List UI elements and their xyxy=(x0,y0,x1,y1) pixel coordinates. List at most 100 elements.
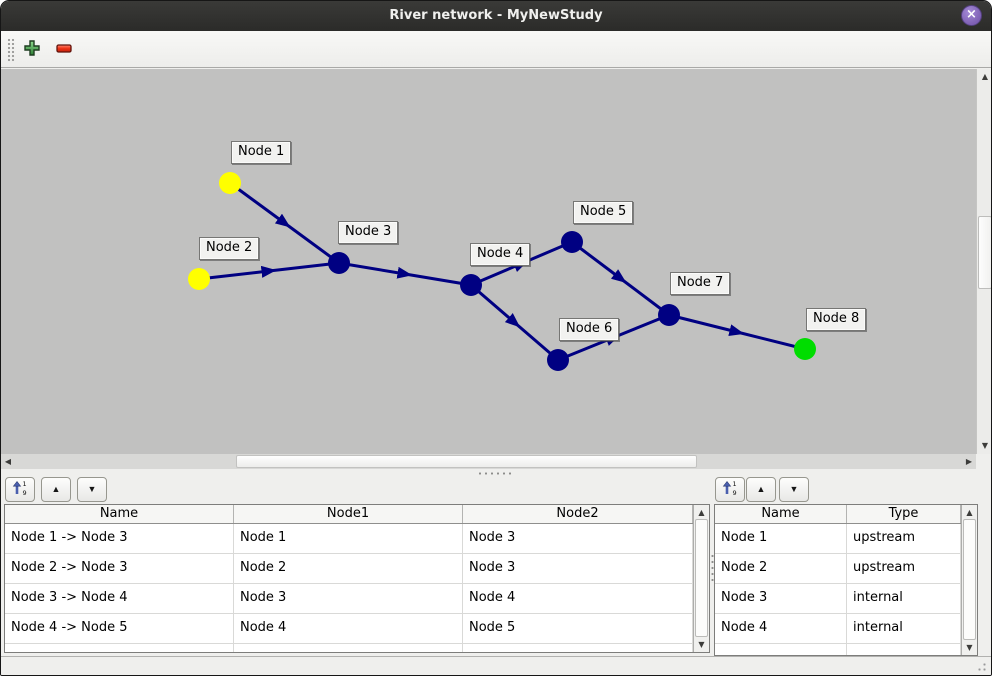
canvas-horizontal-scrollbar[interactable]: ◀ ▶ xyxy=(1,454,976,469)
table-row-partial xyxy=(5,644,693,652)
scroll-left-icon[interactable]: ◀ xyxy=(4,457,12,466)
node-label: Node 4 xyxy=(470,243,531,266)
table-cell: Node 3 xyxy=(463,554,693,583)
scroll-down-icon[interactable]: ▼ xyxy=(698,640,705,649)
vertical-splitter[interactable] xyxy=(710,477,714,656)
up-triangle-icon: ▲ xyxy=(51,484,61,494)
scroll-down-icon[interactable]: ▼ xyxy=(966,643,973,652)
svg-text:1: 1 xyxy=(733,480,737,488)
table-cell: Node 5 xyxy=(463,614,693,643)
close-button[interactable]: × xyxy=(961,5,982,26)
red-minus-icon xyxy=(54,44,74,61)
scroll-up-icon[interactable]: ▲ xyxy=(981,72,989,81)
network-node[interactable] xyxy=(794,338,816,360)
network-edge[interactable] xyxy=(198,261,340,281)
down-triangle-icon: ▼ xyxy=(87,484,97,494)
node-label: Node 6 xyxy=(559,318,620,341)
column-header[interactable]: Name xyxy=(715,505,847,523)
table-cell: upstream xyxy=(847,554,961,583)
table-cell: Node 1 xyxy=(234,524,463,553)
scroll-right-icon[interactable]: ▶ xyxy=(965,457,973,466)
resize-grip-icon[interactable] xyxy=(974,659,987,672)
river-network-graph xyxy=(188,172,816,371)
scroll-down-icon[interactable]: ▼ xyxy=(981,441,989,450)
table-cell: Node 4 -> Node 5 xyxy=(5,614,234,643)
sort-button[interactable]: 1 9 xyxy=(715,477,745,502)
network-edge[interactable] xyxy=(668,313,806,351)
table-cell: Node 2 xyxy=(234,554,463,583)
table-cell: Node 2 xyxy=(715,554,847,583)
column-header[interactable]: Type xyxy=(847,505,961,523)
move-down-button[interactable]: ▼ xyxy=(77,477,107,502)
node-label: Node 8 xyxy=(806,308,867,331)
network-node[interactable] xyxy=(219,172,241,194)
window-title: River network - MyNewStudy xyxy=(389,8,603,23)
network-node[interactable] xyxy=(658,304,680,326)
table-cell xyxy=(463,644,693,652)
table-cell: Node 3 xyxy=(234,584,463,613)
network-edge[interactable] xyxy=(571,240,670,317)
vertical-scroll-thumb[interactable] xyxy=(978,216,991,289)
scrollbar-corner xyxy=(976,454,991,469)
table-cell: Node 4 xyxy=(463,584,693,613)
horizontal-splitter[interactable] xyxy=(1,469,991,477)
down-triangle-icon: ▼ xyxy=(789,484,799,494)
network-node[interactable] xyxy=(561,231,583,253)
network-node[interactable] xyxy=(328,252,350,274)
canvas-vertical-scrollbar[interactable]: ▲ ▼ xyxy=(976,69,991,454)
node-label: Node 3 xyxy=(338,221,399,244)
column-header[interactable]: Name xyxy=(5,505,234,523)
sort-ascending-icon: 1 9 xyxy=(12,480,28,499)
scroll-up-icon[interactable]: ▲ xyxy=(698,508,705,517)
table-cell: Node 4 xyxy=(234,614,463,643)
node-label: Node 7 xyxy=(670,272,731,295)
reaches-table-scrollbar[interactable]: ▲ ▼ xyxy=(693,505,709,652)
table-cell: internal xyxy=(847,584,961,613)
nodes-table-scrollbar[interactable]: ▲ ▼ xyxy=(961,505,977,655)
column-header[interactable]: Node1 xyxy=(234,505,463,523)
add-button[interactable] xyxy=(19,36,45,62)
network-node[interactable] xyxy=(460,274,482,296)
scroll-up-icon[interactable]: ▲ xyxy=(966,508,973,517)
splitter-handle-icon xyxy=(711,553,714,585)
svg-text:9: 9 xyxy=(23,489,27,496)
sort-button[interactable]: 1 9 xyxy=(5,477,35,502)
toolbar-drag-handle[interactable] xyxy=(7,38,16,62)
network-node[interactable] xyxy=(547,349,569,371)
network-edge[interactable] xyxy=(229,181,340,265)
table-cell xyxy=(715,644,847,655)
move-up-button[interactable]: ▲ xyxy=(746,477,776,502)
table-cell: Node 2 -> Node 3 xyxy=(5,554,234,583)
scroll-thumb[interactable] xyxy=(695,519,708,637)
column-header[interactable]: Node2 xyxy=(463,505,693,523)
remove-button[interactable] xyxy=(51,36,77,62)
table-cell: upstream xyxy=(847,524,961,553)
table-cell xyxy=(847,644,961,655)
network-edge[interactable] xyxy=(470,283,559,362)
network-node[interactable] xyxy=(188,268,210,290)
move-up-button[interactable]: ▲ xyxy=(41,477,71,502)
status-bar xyxy=(1,656,991,675)
scroll-thumb[interactable] xyxy=(963,519,976,640)
table-row-partial xyxy=(715,644,961,655)
network-edge[interactable] xyxy=(338,261,472,287)
move-down-button[interactable]: ▼ xyxy=(779,477,809,502)
horizontal-scroll-thumb[interactable] xyxy=(236,455,697,468)
close-icon: × xyxy=(966,7,977,22)
up-triangle-icon: ▲ xyxy=(756,484,766,494)
